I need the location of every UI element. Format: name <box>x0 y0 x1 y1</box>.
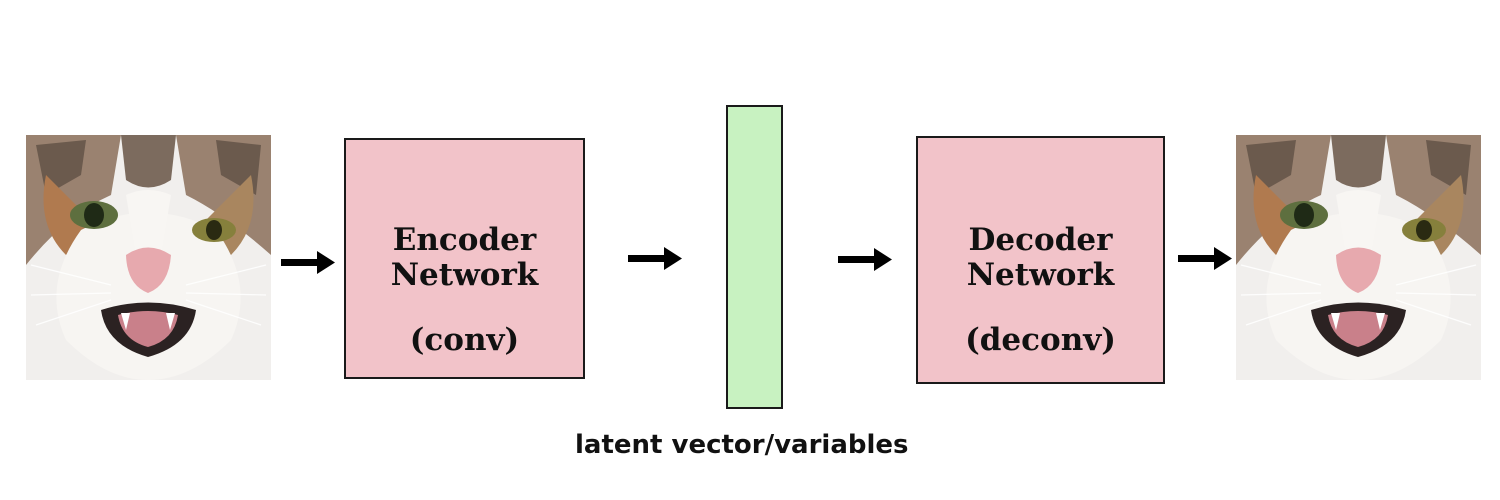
decoder-network-block: Decoder Network (deconv) <box>916 136 1165 384</box>
latent-vector-caption: latent vector/variables <box>575 430 909 460</box>
output-cat-image <box>1236 135 1481 380</box>
input-cat-image <box>26 135 271 380</box>
decoder-title-line1: Decoder <box>968 222 1113 258</box>
cat-face-icon <box>1236 135 1481 380</box>
right-arrow-icon <box>281 249 336 277</box>
encoder-type-label: (conv) <box>409 322 520 358</box>
right-arrow-icon <box>628 245 683 273</box>
right-arrow-icon <box>1178 245 1233 273</box>
cat-face-icon <box>26 135 271 380</box>
decoder-title-line2: Network <box>966 257 1115 293</box>
right-arrow-icon <box>838 246 893 274</box>
latent-vector-block <box>726 105 783 409</box>
encoder-title-line2: Network <box>390 257 539 293</box>
decoder-type-label: (deconv) <box>965 322 1116 358</box>
encoder-network-block: Encoder Network (conv) <box>344 138 585 379</box>
encoder-title-line1: Encoder <box>392 222 537 258</box>
